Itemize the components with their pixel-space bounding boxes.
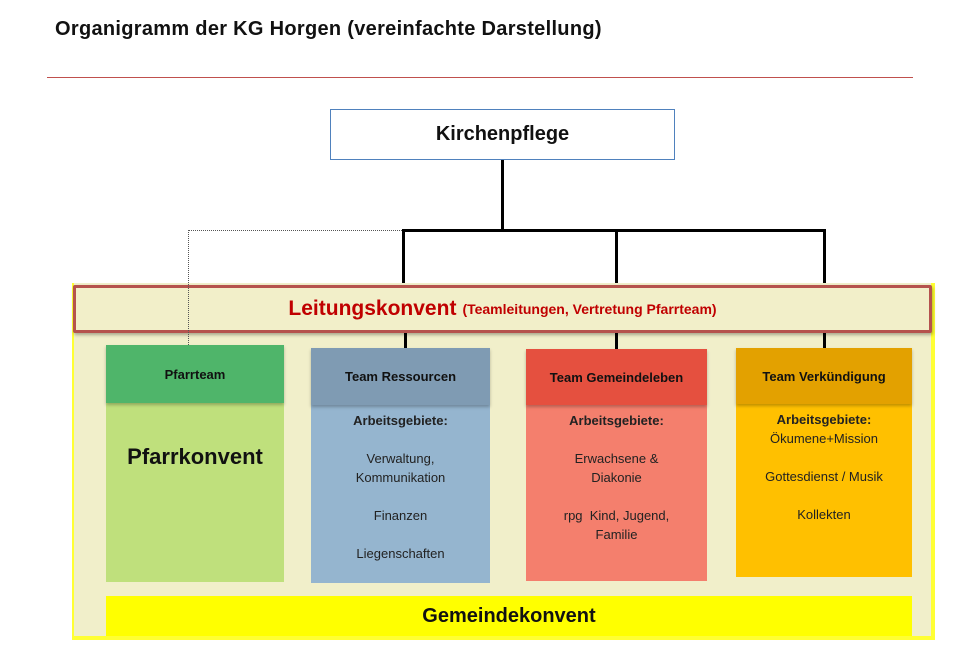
- arbeitsgebiete-heading: Arbeitsgebiete:: [776, 412, 872, 427]
- node-kirchenpflege: Kirchenpflege: [330, 109, 675, 160]
- connector: [615, 229, 618, 287]
- work-area: Kollekten: [797, 507, 851, 522]
- work-area: rpg Kind, Jugend, Familie: [563, 508, 673, 542]
- team-pfarrteam: Pfarrteam Pfarrkonvent: [106, 345, 284, 582]
- team-ressourcen: Team Ressourcen Arbeitsgebiete: Verwaltu…: [311, 348, 490, 583]
- node-gemeindekonvent: Gemeindekonvent: [106, 596, 912, 636]
- title-divider: [47, 77, 913, 78]
- connector: [615, 333, 618, 350]
- team-header: Team Gemeindeleben: [526, 349, 707, 405]
- connector: [501, 160, 504, 231]
- work-area: Gottesdienst / Musik: [765, 469, 883, 484]
- connector: [402, 229, 826, 232]
- work-area: Finanzen: [373, 508, 428, 523]
- leitungskonvent-label: Leitungskonvent: [288, 297, 457, 320]
- team-body: Pfarrkonvent: [106, 403, 284, 582]
- team-gemeindeleben: Team Gemeindeleben Arbeitsgebiete: Erwac…: [526, 349, 707, 581]
- connector: [823, 229, 826, 287]
- connector: [823, 333, 826, 349]
- team-header: Pfarrteam: [106, 345, 284, 403]
- leitungskonvent-detail: (Teamleitungen, Vertretung Pfarrteam): [462, 301, 717, 317]
- connector: [402, 229, 405, 287]
- dotted-connector: [188, 230, 189, 345]
- team-header: Team Verkündigung: [736, 348, 912, 404]
- team-header: Team Ressourcen: [311, 348, 490, 405]
- node-leitungskonvent: Leitungskonvent (Teamleitungen, Vertretu…: [73, 285, 932, 333]
- work-area: Ökumene+Mission: [769, 431, 879, 446]
- team-body: Arbeitsgebiete: Erwachsene & Diakonie rp…: [526, 405, 707, 581]
- pfarrkonvent-label: Pfarrkonvent: [127, 444, 263, 469]
- dotted-connector: [188, 230, 402, 231]
- work-area: Liegenschaften: [356, 546, 445, 561]
- work-area: Erwachsene & Diakonie: [574, 451, 659, 485]
- team-verkuendigung: Team Verkündigung Arbeitsgebiete: Ökumen…: [736, 348, 912, 577]
- team-body: Arbeitsgebiete: Verwaltung, Kommunikatio…: [311, 405, 490, 583]
- connector: [404, 333, 407, 349]
- chart-title: Organigramm der KG Horgen (vereinfachte …: [55, 18, 602, 40]
- arbeitsgebiete-heading: Arbeitsgebiete:: [569, 413, 664, 428]
- arbeitsgebiete-heading: Arbeitsgebiete:: [353, 413, 448, 428]
- team-body: Arbeitsgebiete: Ökumene+Mission Gottesdi…: [736, 404, 912, 577]
- work-area: Verwaltung, Kommunikation: [355, 451, 446, 485]
